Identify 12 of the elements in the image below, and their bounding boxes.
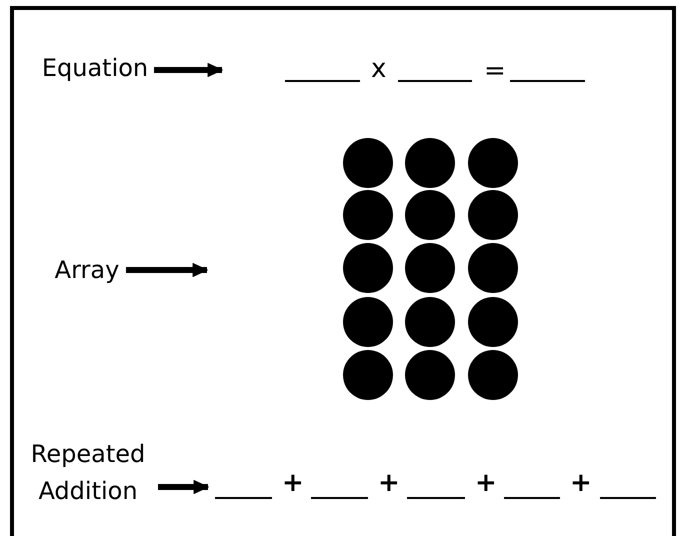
row-label: Repeated Addition bbox=[18, 436, 158, 510]
operator-sign: + bbox=[282, 470, 304, 496]
operator-sign: = bbox=[484, 58, 506, 84]
operator-sign: x bbox=[371, 56, 386, 82]
operator-sign: + bbox=[378, 470, 400, 496]
arrow bbox=[158, 480, 210, 494]
arrow bbox=[154, 62, 224, 78]
row-label: Equation bbox=[36, 50, 154, 88]
row-label: Array bbox=[48, 252, 126, 290]
operator-sign: + bbox=[475, 470, 497, 496]
operator-sign: + bbox=[570, 470, 592, 496]
arrow bbox=[126, 262, 208, 278]
